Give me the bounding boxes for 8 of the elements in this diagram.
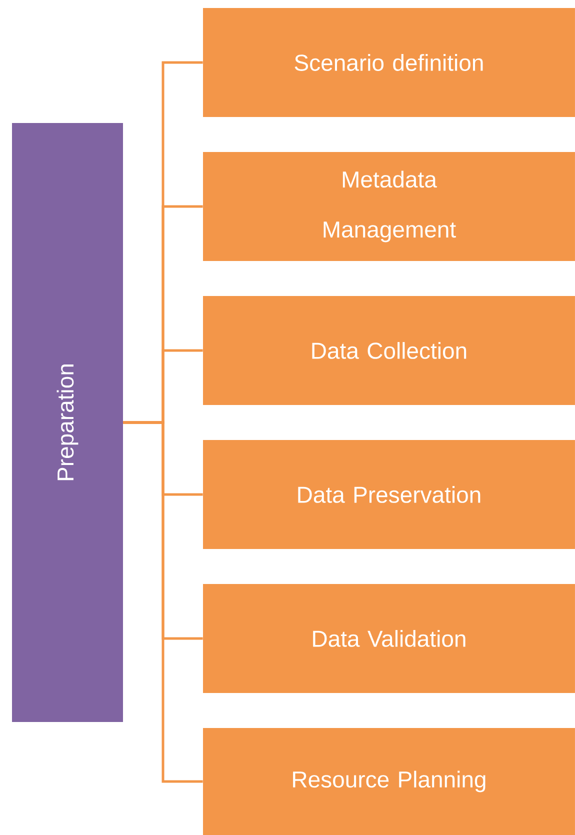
category-box: Preparation	[12, 123, 123, 722]
step-box: Data Validation	[203, 584, 575, 693]
step-box: Metadata Management	[203, 152, 575, 261]
connector-line	[123, 421, 203, 783]
step-box: Scenario definition	[203, 8, 575, 117]
step-box: Resource Planning	[203, 728, 575, 835]
step-box: Data Preservation	[203, 440, 575, 549]
step-box: Data Collection	[203, 296, 575, 405]
